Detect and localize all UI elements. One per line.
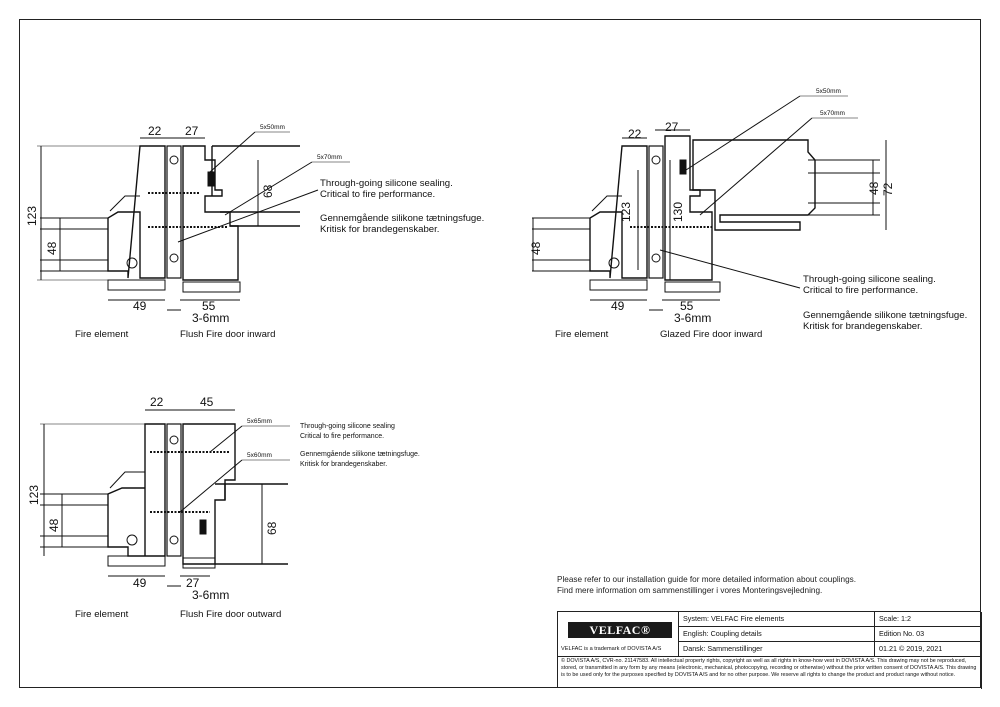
dim-22: 22 [148,124,162,138]
dim-130: 130 [671,202,685,222]
edition-field: Edition No. 03 [875,627,982,642]
dim-48: 48 [47,518,61,532]
sealing-note-en: Through-going silicone sealing. [320,178,453,189]
system-field: System: VELFAC Fire elements [679,612,875,627]
dim-123: 123 [619,202,633,222]
dim-27: 27 [185,124,199,138]
sealing-note-da: Gennemgående silikone tætningsfuge. [300,450,420,458]
dim-49: 49 [133,576,147,590]
dim-22: 22 [628,127,642,141]
dim-123: 123 [27,485,41,505]
dim-27: 27 [665,120,679,134]
sealing-note-da: Kritisk for brandegenskaber. [320,224,439,235]
labels-drawing-3: 22 45 123 48 68 49 27 3-6mm 5x65mm 5x60m… [27,395,420,620]
screw-label: 5x50mm [816,88,841,95]
velfac-logo: VELFAC® [568,622,672,638]
sealing-note-da: Gennemgående silikone tætningsfuge. [803,310,967,321]
dansk-field: Dansk: Sammenstillinger [679,642,875,657]
screw-label: 5x60mm [247,452,272,459]
dim-48: 48 [45,241,59,255]
screw-label: 5x65mm [247,418,272,425]
sealing-note-da: Kritisk for brandegenskaber. [300,461,387,468]
sealing-note-da: Kritisk for brandegenskaber. [803,321,922,332]
sealing-note-en: Critical to fire performance. [803,285,918,296]
dim-45: 45 [200,395,214,409]
dim-27-bottom: 27 [186,576,200,590]
caption-door: Flush Fire door outward [180,609,281,620]
dim-gap: 3-6mm [192,588,229,602]
sealing-note-en: Through-going silicone sealing [300,423,395,430]
screw-label: 5x70mm [820,110,845,117]
caption-door: Glazed Fire door inward [660,329,762,340]
detail-glazed-door-inward [532,95,887,311]
installation-note-en: Please refer to our installation guide f… [557,575,857,584]
sealing-note-da: Gennemgående silikone tætningsfuge. [320,213,484,224]
installation-note: Please refer to our installation guide f… [557,574,856,596]
labels-drawing-1: 22 27 123 48 68 49 55 3-6mm 5x50mm 5x70m… [25,124,484,340]
detail-flush-door-inward [37,131,350,311]
dim-48: 48 [529,241,543,255]
dim-48-glass: 48 [867,181,881,195]
dim-gap: 3-6mm [674,311,711,325]
dim-123: 123 [25,206,39,226]
trademark-note: VELFAC is a trademark of DOVISTA A/S [561,646,662,652]
logo-cell: VELFAC® VELFAC is a trademark of DOVISTA… [558,612,679,657]
labels-drawing-2: 22 27 123 48 130 48 72 49 55 3-6mm 5x50m… [529,88,967,340]
screw-label: 5x70mm [317,154,342,161]
screw-label: 5x50mm [260,124,285,131]
caption-door: Flush Fire door inward [180,329,275,340]
caption-fire-element: Fire element [75,609,129,620]
dim-55: 55 [680,299,694,313]
dim-68: 68 [265,521,279,535]
dim-gap: 3-6mm [192,311,229,325]
sealing-note-en: Through-going silicone sealing. [803,274,936,285]
sealing-note-en: Critical to fire performance. [320,189,435,200]
dim-49: 49 [611,299,625,313]
installation-note-da: Find mere information om sammenstillinge… [557,586,823,595]
dim-49: 49 [133,299,147,313]
drawing-border [19,19,981,688]
scale-field: Scale: 1:2 [875,612,982,627]
dim-22: 22 [150,395,164,409]
legal-notice: © DOVISTA A/S, CVR-no. 21147583. All int… [558,657,982,689]
dim-68: 68 [261,184,275,198]
date-field: 01.21 © 2019, 2021 [875,642,982,657]
dim-72: 72 [881,182,895,196]
detail-flush-door-outward [40,409,290,587]
dim-55: 55 [202,299,216,313]
sealing-note-en: Critical to fire performance. [300,433,384,440]
caption-fire-element: Fire element [75,329,129,340]
title-block: VELFAC® VELFAC is a trademark of DOVISTA… [557,611,982,689]
caption-fire-element: Fire element [555,329,609,340]
english-field: English: Coupling details [679,627,875,642]
